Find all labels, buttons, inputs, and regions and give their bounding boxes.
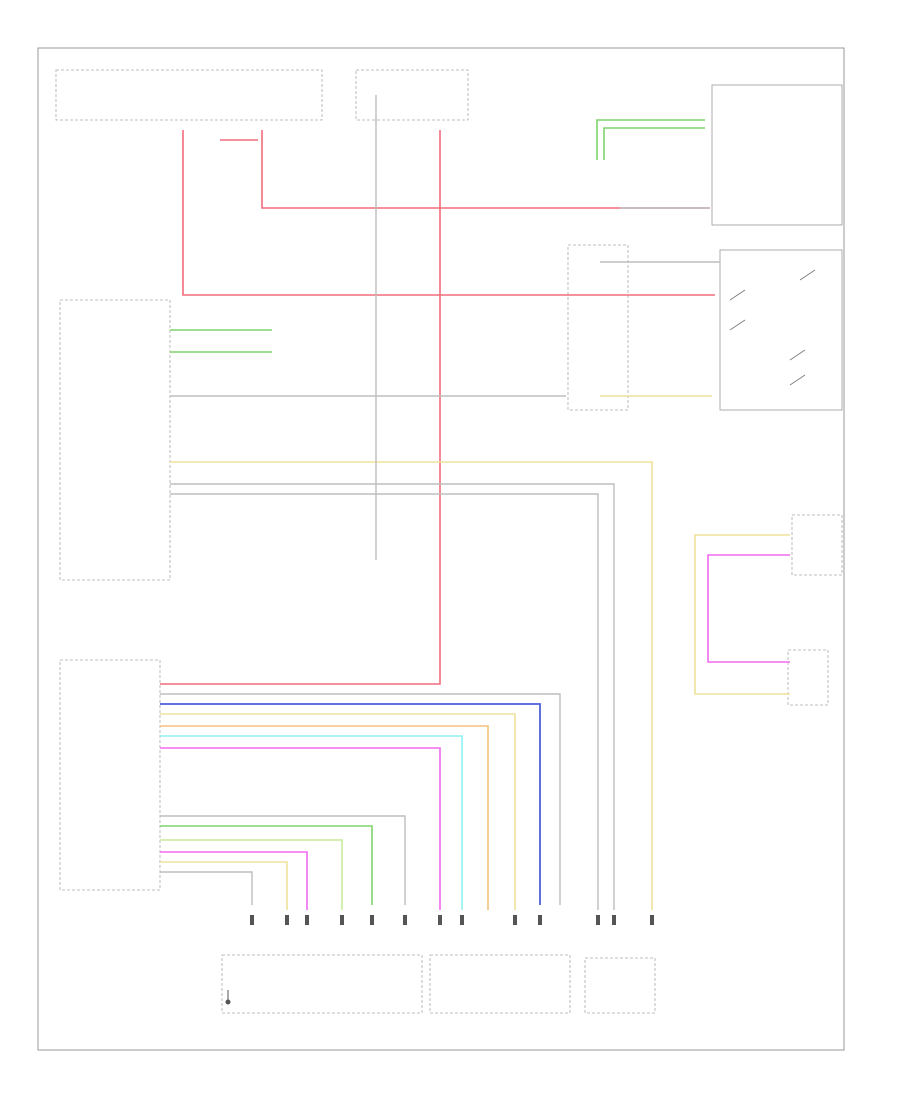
wire-gray-2 — [170, 493, 599, 910]
wire-magenta-ecm — [160, 747, 441, 910]
gray-wires — [160, 95, 720, 910]
wire-blue — [160, 703, 541, 905]
throttle-actuator-box — [221, 954, 423, 1014]
accelerator-pedal-box — [429, 954, 571, 1014]
wire-red-stop-lamp — [160, 130, 441, 685]
body-control-module-outline — [59, 299, 171, 581]
cruise-relay-box — [567, 244, 629, 411]
fuse-block — [55, 69, 323, 121]
switch-symbol — [799, 269, 816, 281]
switch-symbol — [729, 289, 746, 301]
wire-gray-ecm-top — [160, 815, 406, 905]
red-wires — [160, 130, 715, 685]
instrument-cluster — [711, 84, 843, 226]
switch-symbol — [789, 374, 806, 386]
connector-symbol — [250, 915, 654, 925]
wire-red-upper — [261, 130, 710, 209]
switch-symbol — [789, 349, 806, 361]
wire-yellow-brake — [170, 461, 653, 910]
wire-green-ecm — [160, 825, 373, 905]
yellow-wires — [160, 395, 790, 910]
vehicle-speed-sensor-box — [787, 649, 829, 706]
brake-pedal-sensor-box — [584, 957, 656, 1014]
wire-magenta-ecm2 — [160, 851, 308, 910]
wire-gray-ecm-mid — [160, 871, 253, 905]
wire-yellow-ecm — [160, 861, 288, 910]
switch-symbol — [729, 319, 746, 331]
wire-yellow-trans — [694, 534, 790, 695]
wire-green-cluster-2 — [603, 127, 705, 160]
wire-yellow-ecm2 — [160, 713, 516, 910]
ground-symbol — [225, 990, 231, 1005]
wire-gray-ecm — [160, 693, 561, 905]
wire-cyan — [160, 735, 463, 910]
wire-green-cluster — [596, 119, 705, 160]
steering-wheel-controls — [719, 249, 843, 411]
green-wires — [160, 119, 705, 905]
wire-light-green — [160, 839, 343, 910]
wire-red-main — [182, 130, 715, 296]
wire-magenta-trans — [707, 554, 790, 663]
wire-gray-1 — [170, 483, 615, 910]
fuse-block-right — [355, 69, 469, 121]
magenta-wires — [160, 554, 790, 910]
transmission-range-box — [791, 514, 843, 576]
diagram-border — [37, 47, 845, 1051]
wire-orange — [160, 725, 489, 910]
steering-switches — [729, 269, 816, 386]
engine-control-module-outline — [59, 659, 161, 891]
